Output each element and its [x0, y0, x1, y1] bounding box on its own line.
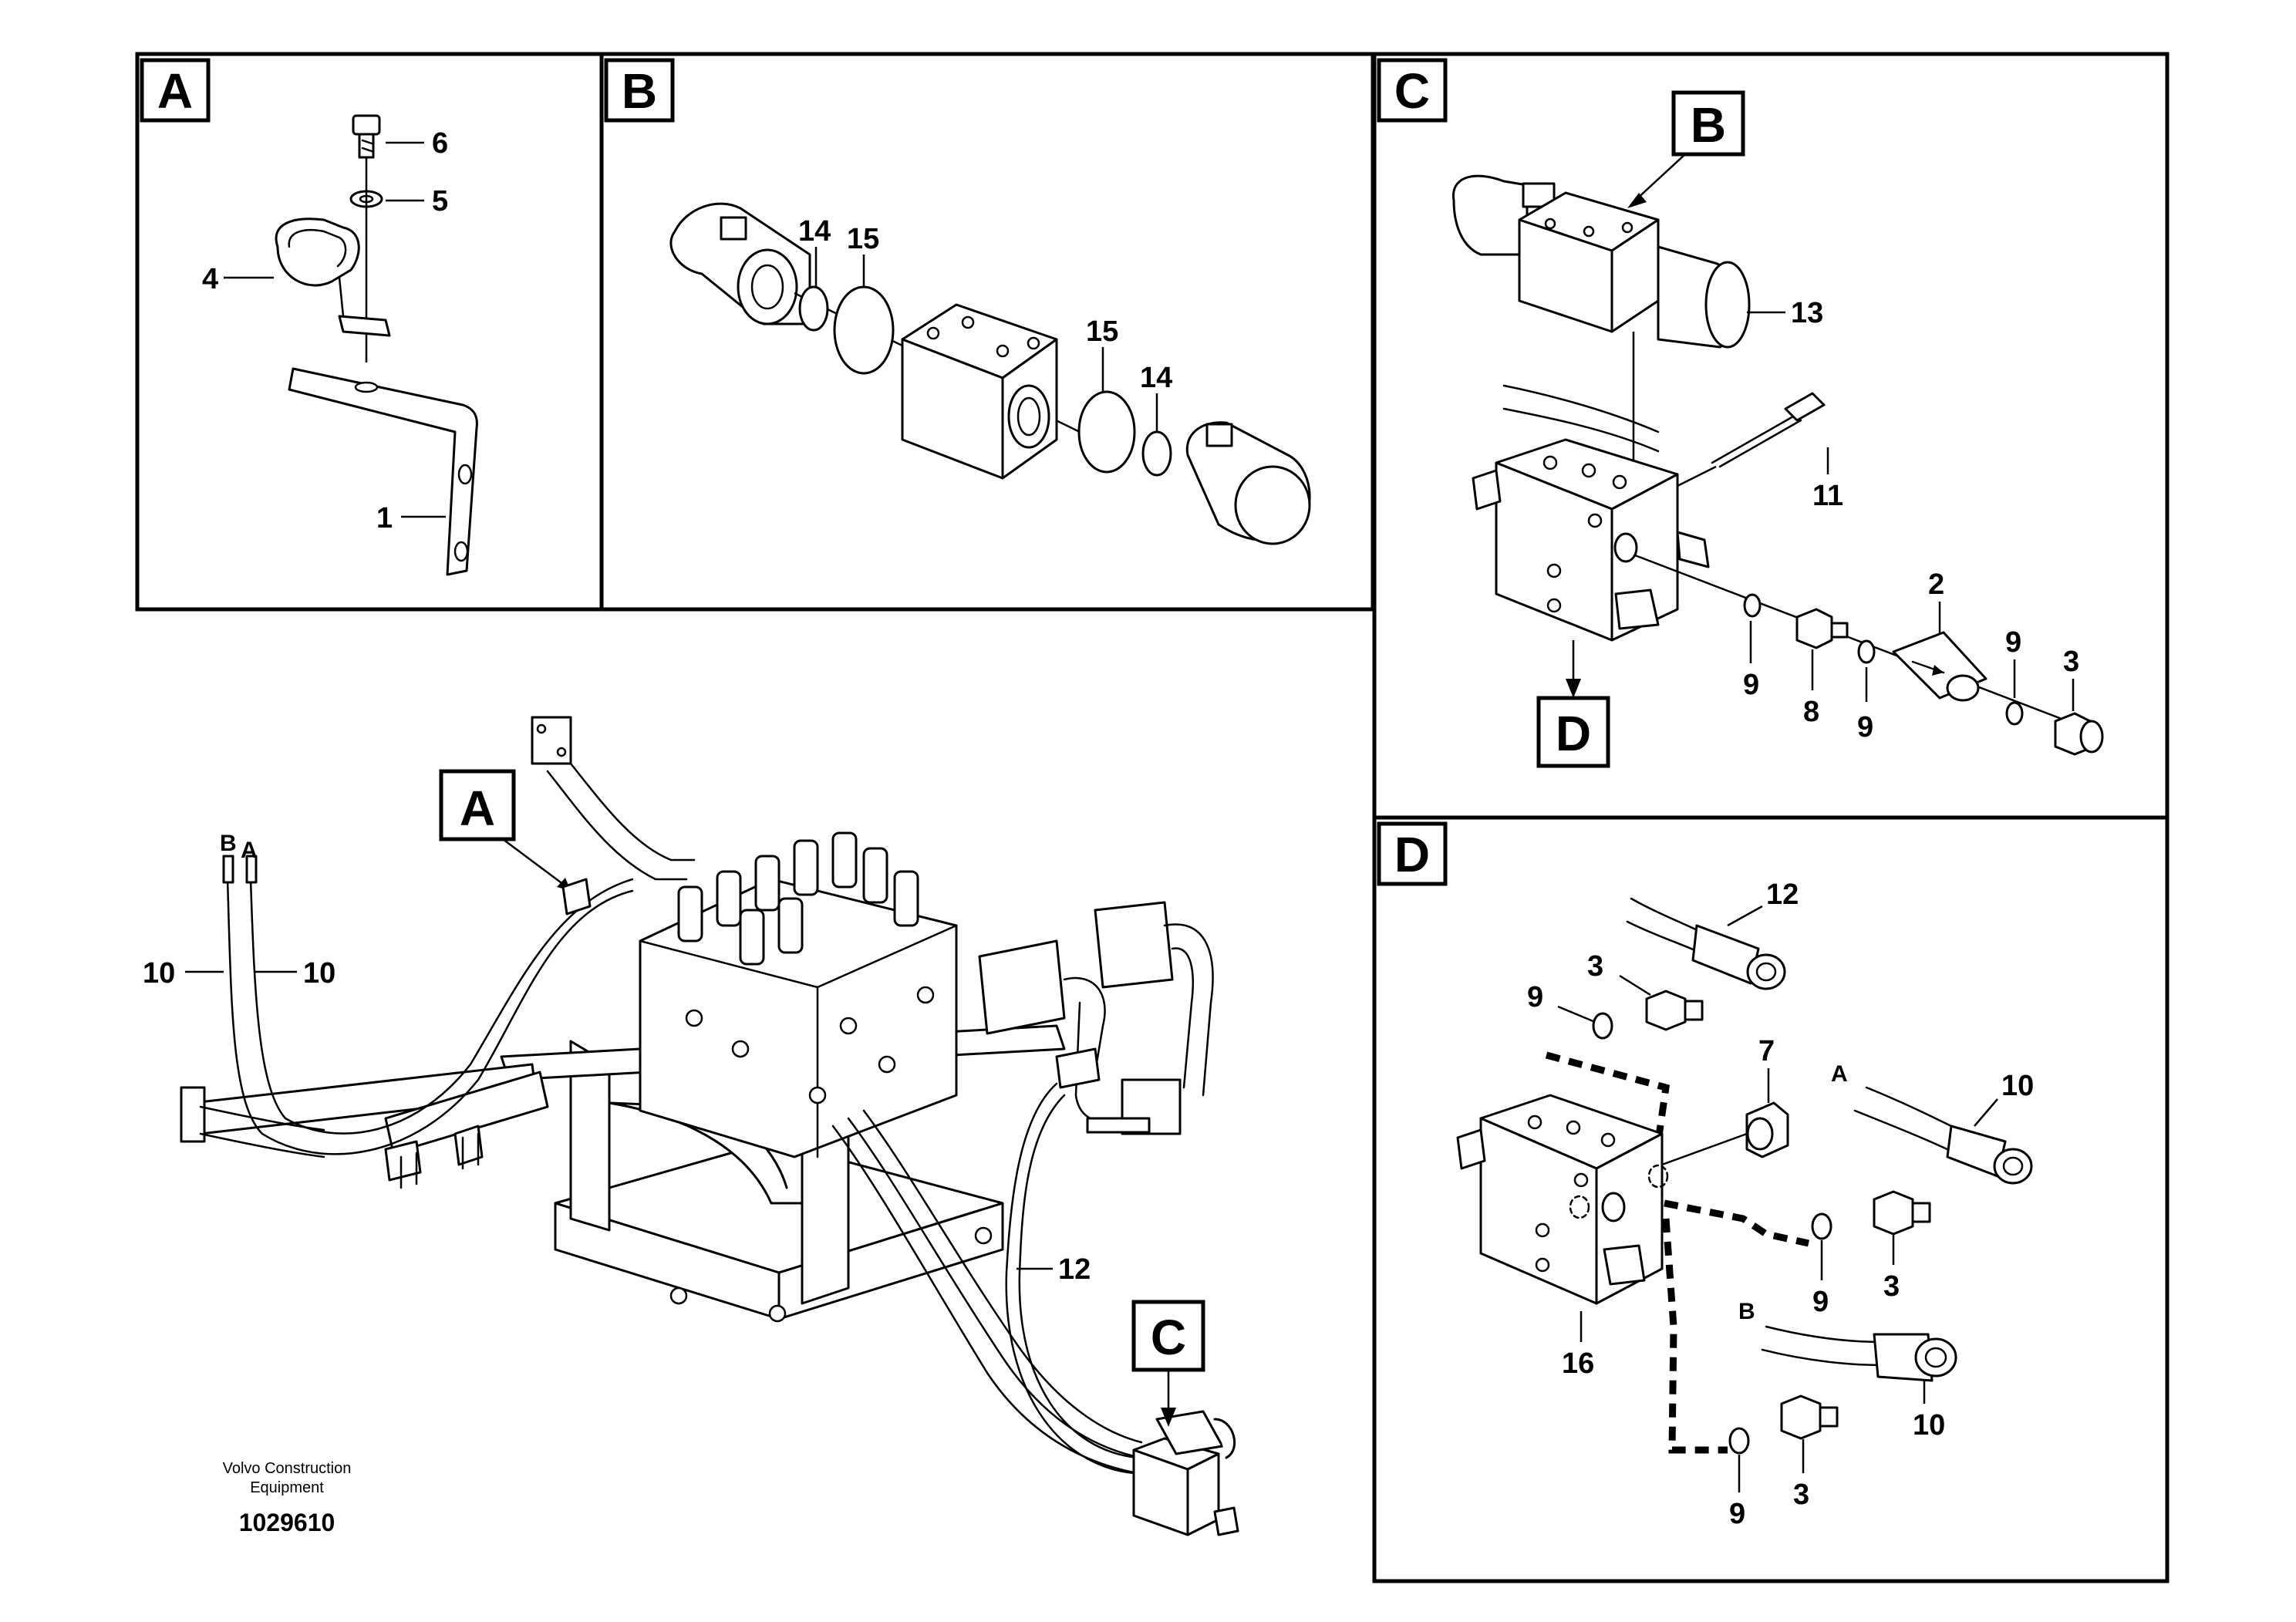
callout-9-d-bottom: 9	[1729, 1498, 1745, 1530]
valve-c-overview	[1132, 1410, 1239, 1536]
panel-a-label-box	[140, 58, 211, 123]
callout-15-b-left: 15	[847, 223, 879, 255]
hose-12-d	[1626, 897, 1786, 990]
seal-9-c2	[1857, 639, 1876, 664]
callout-15-b-right: 15	[1086, 315, 1118, 348]
callout-10-d-bottom: 10	[1913, 1409, 1945, 1442]
seal-9-d-mid	[1811, 1212, 1832, 1240]
valve-stack	[639, 831, 958, 1158]
o-ring-15-left	[833, 285, 895, 375]
footer-company-line2: Equipment	[250, 1479, 324, 1496]
callout-14-b-right: 14	[1140, 362, 1172, 394]
callout-9-d-mid: 9	[1812, 1286, 1829, 1318]
panel-c-label-box	[1377, 58, 1448, 123]
callout-3-d-bottom: 3	[1793, 1479, 1809, 1511]
overview-ref-c-box	[1131, 1300, 1205, 1372]
seal-9-c1	[1743, 593, 1762, 618]
panel-b-label-box	[604, 58, 675, 123]
callout-9-c-first: 9	[1743, 669, 1759, 701]
overview-assembly: A	[143, 716, 1239, 1536]
callout-6: 6	[432, 127, 448, 160]
footer-block: Volvo Construction Equipment 1029610	[223, 1460, 352, 1536]
hose-10-a-d	[1853, 1086, 2033, 1185]
manifold-block-d	[1456, 1094, 1669, 1305]
fitting-8	[1795, 608, 1849, 649]
callout-9-c-second: 9	[1857, 711, 1873, 744]
callout-3-d-top: 3	[1587, 950, 1603, 983]
overview-hose-label-b: B	[220, 831, 237, 856]
manifold-block-c	[1472, 438, 1710, 642]
panel-c-ref-b: B	[1691, 97, 1726, 153]
callout-4: 4	[202, 263, 218, 295]
callout-5: 5	[432, 185, 448, 218]
solenoid-valve	[1451, 174, 1751, 349]
upper-pipe	[531, 716, 696, 881]
hoses-a-b	[222, 855, 634, 1155]
solenoid-coil-left	[669, 202, 811, 325]
adapter-3-d-bottom	[1780, 1394, 1839, 1440]
overview-callout-10-right: 10	[303, 957, 335, 990]
panel-d-label: D	[1394, 827, 1430, 882]
callout-3-c: 3	[2063, 646, 2079, 678]
callout-7: 7	[1758, 1035, 1775, 1067]
callout-11: 11	[1812, 480, 1843, 512]
callout-14-b-left: 14	[798, 215, 831, 248]
o-ring-15-right	[1077, 390, 1136, 474]
panel-c-ref-d-box	[1536, 696, 1610, 768]
solenoid-coil-right	[1185, 421, 1311, 545]
footer-company-line1: Volvo Construction	[223, 1460, 352, 1477]
callout-9-d-top: 9	[1527, 981, 1543, 1013]
callout-10-d-top: 10	[2001, 1070, 2034, 1102]
adapter-3-d-top	[1645, 990, 1704, 1031]
panel-c-label: C	[1394, 63, 1430, 119]
callout-16: 16	[1562, 1347, 1594, 1380]
seal-9-d-top	[1592, 1012, 1613, 1040]
hose-label-b-d: B	[1738, 1299, 1755, 1324]
panel-d-label-box	[1377, 821, 1448, 886]
bracket-part	[288, 367, 478, 576]
overview-ref-a-box	[439, 769, 516, 841]
panel-b: B 14 15 15 1	[599, 52, 1375, 612]
valve-body	[901, 303, 1058, 480]
o-ring-14-left	[798, 285, 829, 332]
footer-drawing-number: 1029610	[239, 1509, 335, 1536]
panel-c-ref-d: D	[1556, 706, 1591, 761]
o-ring-14-right	[1141, 430, 1172, 477]
plug-7	[1745, 1101, 1789, 1158]
overview-ref-a: A	[460, 781, 495, 836]
callout-9-c-third: 9	[2005, 626, 2021, 659]
clamp-part	[275, 218, 391, 337]
callout-8: 8	[1803, 696, 1819, 728]
callout-3-d-mid: 3	[1883, 1270, 1900, 1303]
callout-13: 13	[1791, 297, 1823, 329]
panel-b-label: B	[622, 63, 657, 119]
panel-c-ref-b-box	[1671, 90, 1745, 157]
panel-a: A 6 5 4 1	[135, 52, 604, 612]
panel-d: D 12 3 9	[1372, 815, 2170, 1583]
adapter-3-d-mid	[1873, 1190, 1931, 1236]
callout-2: 2	[1928, 568, 1944, 601]
hose-10-b-d	[1761, 1325, 1957, 1382]
callout-1: 1	[376, 502, 393, 534]
seal-9-c3	[2005, 701, 2024, 726]
seal-9-d-bottom	[1728, 1427, 1750, 1455]
callout-12-d: 12	[1766, 878, 1799, 911]
bolt-11	[1711, 392, 1826, 468]
plug-3-c	[2054, 712, 2104, 756]
panel-a-label: A	[157, 63, 193, 119]
hose-12-overview	[831, 1082, 1143, 1475]
overview-callout-12: 12	[1058, 1253, 1091, 1286]
check-valve-2	[1892, 631, 1988, 702]
overview-callout-10-left: 10	[143, 957, 175, 990]
overview-hose-label-a: A	[241, 838, 258, 863]
overview-ref-c: C	[1151, 1310, 1186, 1365]
bolt-part	[352, 114, 381, 159]
lower-left-pipe	[199, 1071, 549, 1189]
right-pipes	[978, 901, 1214, 1135]
panel-c: C B 13	[1372, 52, 2170, 820]
hose-label-a-d: A	[1831, 1061, 1848, 1087]
